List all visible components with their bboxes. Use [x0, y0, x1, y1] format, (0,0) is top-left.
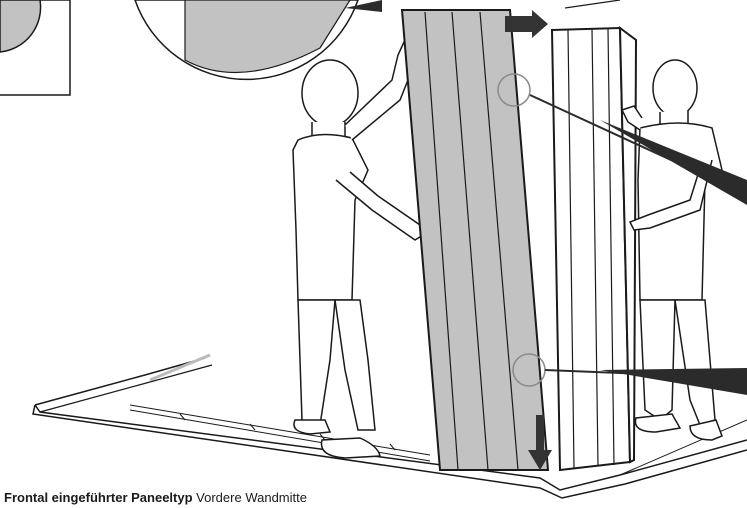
- caption-rest: Vordere Wandmitte: [196, 490, 307, 505]
- callout-pointer-top-right: [565, 0, 620, 8]
- installed-panel: [552, 28, 636, 470]
- detail-callout-left: [0, 0, 70, 95]
- caption-lead: Frontal eingeführter Paneeltyp: [4, 490, 193, 505]
- step-caption: Frontal eingeführter Paneeltyp Vordere W…: [4, 490, 307, 505]
- installer-left: [293, 42, 428, 458]
